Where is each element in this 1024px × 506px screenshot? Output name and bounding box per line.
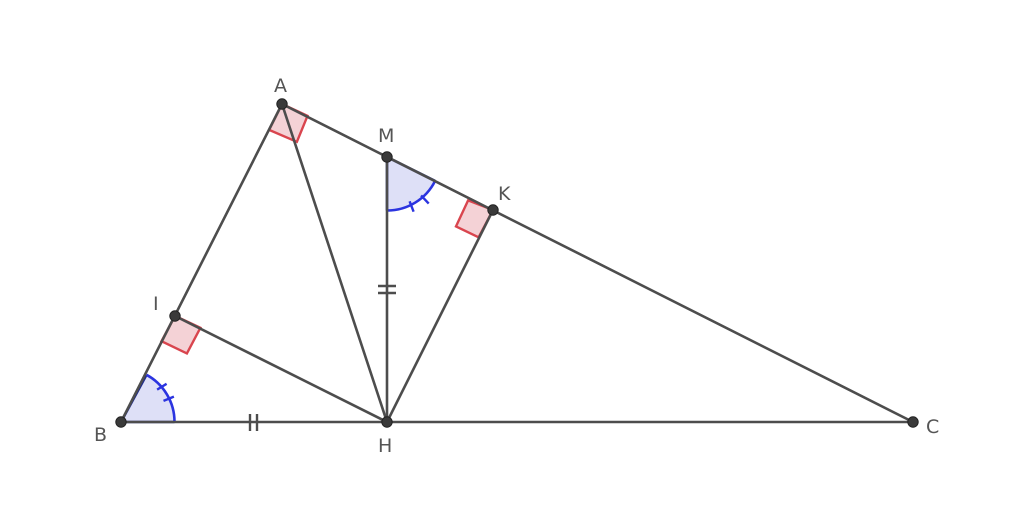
segment-ah [280, 102, 389, 424]
angle-m-arc [386, 180, 437, 212]
point-h [381, 416, 393, 428]
angle-b-tick-2 [163, 395, 175, 403]
label-b: B [94, 424, 107, 446]
point-k [487, 204, 499, 216]
angle-m-tick-1 [420, 194, 430, 205]
point-i [169, 310, 181, 322]
point-b [115, 416, 127, 428]
angle-m-fill [387, 157, 436, 211]
label-h: H [378, 435, 392, 457]
angle-m-tick-2 [408, 200, 415, 213]
label-a: A [274, 75, 287, 97]
point-a [276, 98, 288, 110]
angle-b-tick-1 [156, 382, 168, 391]
point-m [381, 151, 393, 163]
label-c: C [926, 416, 939, 438]
right-angle-mark-i [159, 313, 203, 355]
point-c [907, 416, 919, 428]
label-k: K [498, 183, 511, 205]
label-i: I [153, 293, 159, 315]
label-m: M [378, 125, 394, 147]
segment-ih [173, 314, 389, 424]
segment-kh [385, 208, 495, 424]
segment-ab [119, 102, 284, 424]
segment-ac [280, 102, 915, 424]
angle-b-arc [145, 373, 176, 423]
